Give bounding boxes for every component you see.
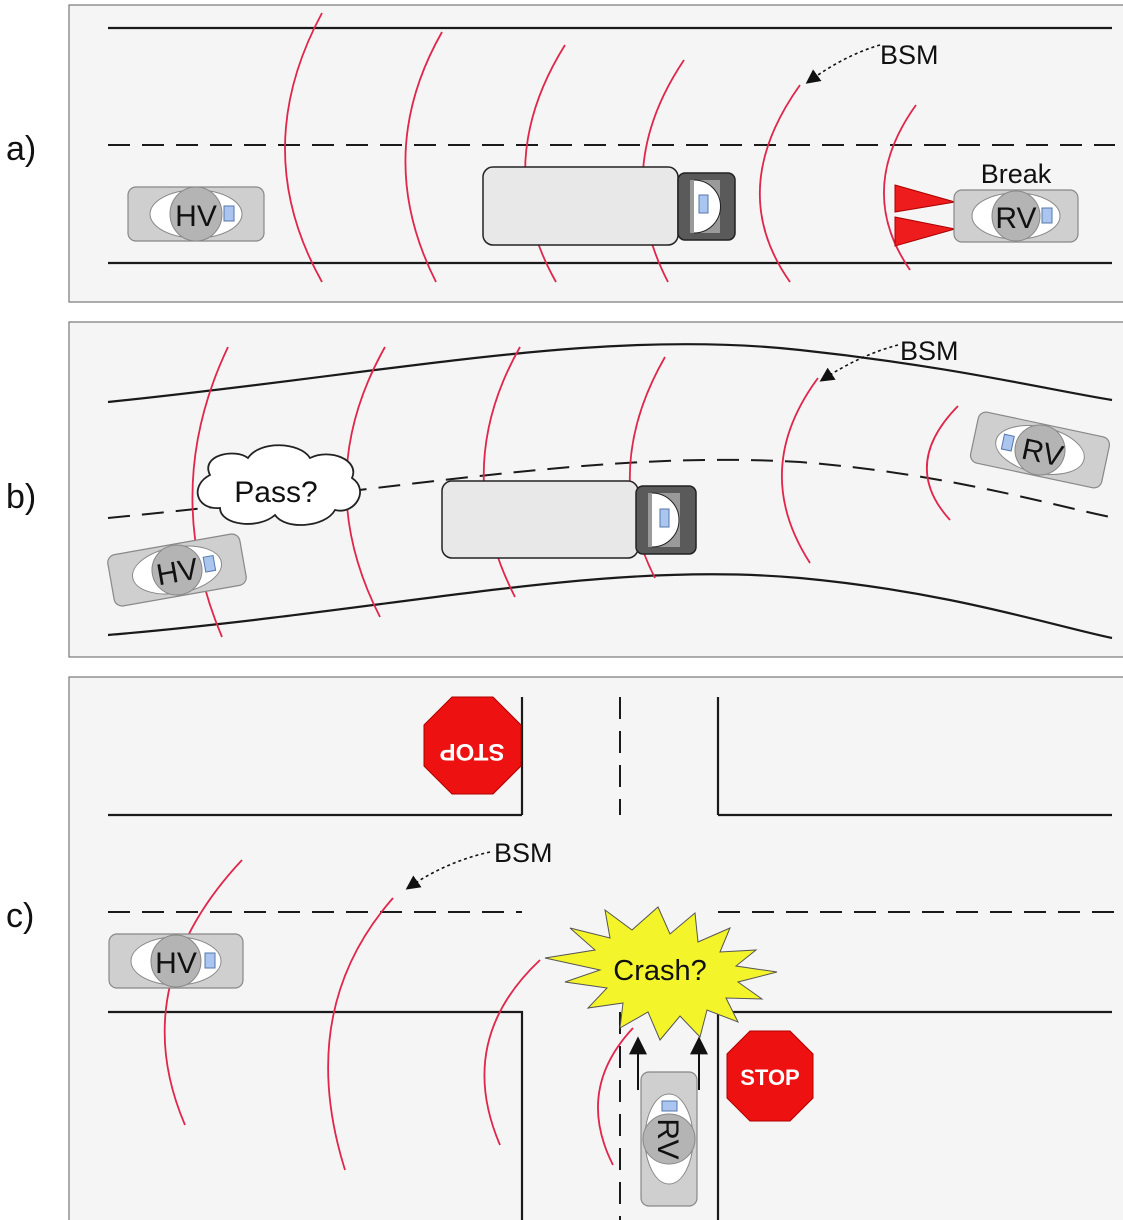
- car-icon: [127, 186, 265, 242]
- panel-c: c) STOP STOP: [6, 676, 1123, 1220]
- panel-a-rv-label: RV: [995, 202, 1036, 235]
- panel-c-rv-label: RV: [651, 1118, 684, 1159]
- panel-a-bsm-callout: BSM: [805, 40, 939, 84]
- panel-b-wave-3: [482, 346, 521, 598]
- panel-c-road-bottom-left: [108, 1010, 524, 1220]
- panel-a-truck: [482, 166, 736, 246]
- panel-c-stop-sign-top: STOP: [423, 696, 522, 795]
- panel-b-hv-label: HV: [154, 553, 201, 593]
- panel-b-bsm-label: BSM: [900, 336, 959, 366]
- panel-b-road-edge-top: [107, 342, 1113, 404]
- car-icon: [953, 189, 1079, 243]
- panel-b-bsm-callout: BSM: [819, 336, 959, 382]
- panel-a-wave-1: [284, 12, 323, 283]
- panel-c-bsm-label: BSM: [494, 838, 553, 868]
- panel-c-wave-1: [163, 859, 243, 1126]
- car-icon: [108, 933, 244, 989]
- panel-c-label: c): [6, 897, 34, 935]
- car-icon: [640, 1071, 698, 1207]
- panel-b-thought-cloud: Pass?: [196, 444, 361, 526]
- panel-c-wave-2: [327, 897, 394, 1171]
- panel-b: b) Pass?: [6, 321, 1123, 658]
- panel-a-hv-label: HV: [175, 200, 217, 233]
- arrow-icon: [805, 44, 881, 84]
- panel-a-background: [68, 4, 1123, 303]
- panel-b-wave-1: [191, 346, 229, 638]
- stop-sign-icon: [726, 1030, 814, 1122]
- panel-c-rv-path-arrows: [629, 1036, 708, 1090]
- truck-icon: [482, 166, 736, 246]
- panel-b-rv-car: RV: [969, 411, 1111, 489]
- truck-icon: [441, 480, 697, 559]
- thought-cloud-icon: [196, 444, 361, 526]
- panel-b-hv-car: HV: [107, 533, 247, 607]
- car-icon: [969, 411, 1111, 489]
- panel-b-wave-6: [926, 405, 959, 521]
- panel-c-stop-sign-bottom: STOP: [726, 1030, 814, 1122]
- panel-c-wave-4: [597, 1027, 634, 1166]
- brake-light-icon: [894, 184, 956, 247]
- panel-c-stop-sign-bottom-text: STOP: [740, 1065, 800, 1090]
- panel-c-hv-label: HV: [155, 947, 197, 980]
- panel-b-truck: [441, 480, 697, 559]
- panel-c-crash-text: Crash?: [613, 955, 707, 987]
- panel-b-road-edge-bottom: [107, 573, 1113, 640]
- panel-a-wave-2: [404, 31, 443, 283]
- panel-a-rv-car: RV Break: [953, 159, 1079, 243]
- panel-a-hv-car: HV: [127, 186, 265, 242]
- crash-burst-icon: [544, 906, 778, 1041]
- panel-c-rv-car: RV: [640, 1071, 698, 1207]
- panel-a-wave-3: [524, 44, 566, 283]
- panel-c-bsm-callout: BSM: [405, 838, 553, 890]
- panel-b-thought-text: Pass?: [234, 476, 317, 509]
- arrow-icon: [819, 344, 899, 382]
- panel-c-stop-sign-top-text: STOP: [440, 738, 505, 765]
- panel-a: a): [6, 4, 1123, 303]
- car-icon: [107, 533, 247, 607]
- panel-a-bsm-label: BSM: [880, 40, 939, 70]
- panel-c-bsm-waves: [163, 859, 634, 1171]
- panel-a-label: a): [6, 130, 36, 168]
- panel-c-hv-car: HV: [108, 933, 244, 989]
- panel-a-brake-lights: [894, 184, 956, 247]
- panel-c-crash-burst: Crash?: [544, 906, 778, 1041]
- panel-b-label: b): [6, 478, 36, 516]
- panel-a-wave-6: [883, 104, 917, 271]
- panel-a-wave-5: [759, 84, 801, 283]
- panel-b-wave-5: [780, 377, 819, 564]
- stop-sign-icon: [423, 696, 522, 795]
- panel-a-rv-note: Break: [981, 159, 1052, 189]
- panel-c-wave-3: [483, 959, 541, 1146]
